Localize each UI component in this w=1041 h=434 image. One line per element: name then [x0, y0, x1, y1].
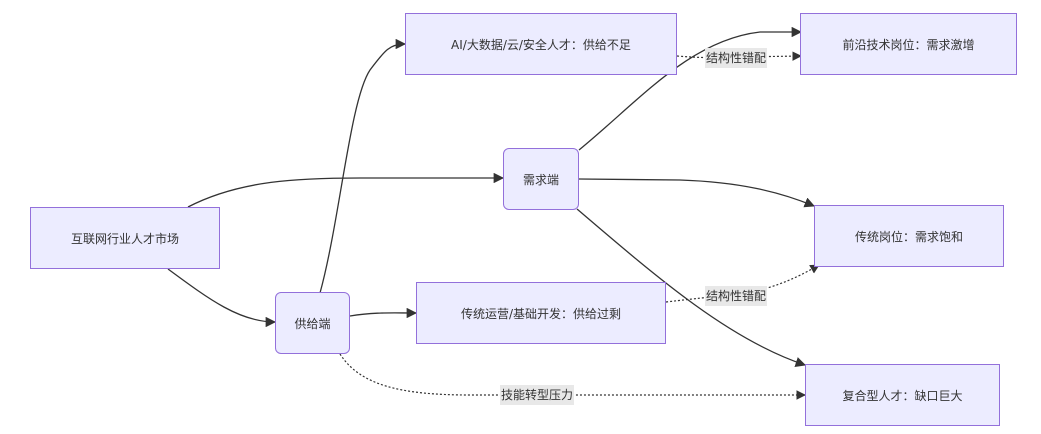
- node-demand[interactable]: 需求端: [503, 148, 579, 210]
- node-composite-talent[interactable]: 复合型人才：缺口巨大: [805, 364, 1000, 426]
- edge-label-skill-pressure: 技能转型压力: [500, 385, 575, 405]
- node-market[interactable]: 互联网行业人才市场: [30, 207, 220, 269]
- node-label: 传统运营/基础开发：供给过剩: [460, 306, 622, 321]
- node-label: 互联网行业人才市场: [70, 231, 179, 246]
- node-label: 需求端: [522, 172, 559, 187]
- edge-supply-to-composite-talent: [339, 353, 806, 400]
- node-supply[interactable]: 供给端: [275, 292, 350, 354]
- node-label: 复合型人才：缺口巨大: [842, 388, 963, 403]
- node-frontier-jobs[interactable]: 前沿技术岗位：需求激增: [800, 13, 1017, 75]
- edge-supply-to-ai-talent: [319, 38, 407, 294]
- edge-label-mismatch-top: 结构性错配: [705, 48, 768, 68]
- node-label: AI/大数据/云/安全人才：供给不足: [451, 37, 631, 52]
- edge-demand-to-traditional-jobs: [578, 178, 815, 208]
- node-traditional-ops[interactable]: 传统运营/基础开发：供给过剩: [416, 282, 666, 344]
- edge-supply-to-traditional-ops: [349, 307, 418, 319]
- node-ai-talent[interactable]: AI/大数据/云/安全人才：供给不足: [405, 13, 677, 75]
- node-traditional-jobs[interactable]: 传统岗位：需求饱和: [814, 205, 1004, 267]
- edge-market-to-demand: [187, 172, 505, 208]
- node-label: 供给端: [294, 316, 331, 331]
- edge-market-to-supply: [167, 268, 277, 328]
- node-label: 传统岗位：需求饱和: [854, 229, 963, 244]
- node-label: 前沿技术岗位：需求激增: [842, 37, 975, 52]
- edge-label-mismatch-bottom: 结构性错配: [705, 286, 768, 306]
- edge-demand-to-composite-talent: [576, 208, 806, 367]
